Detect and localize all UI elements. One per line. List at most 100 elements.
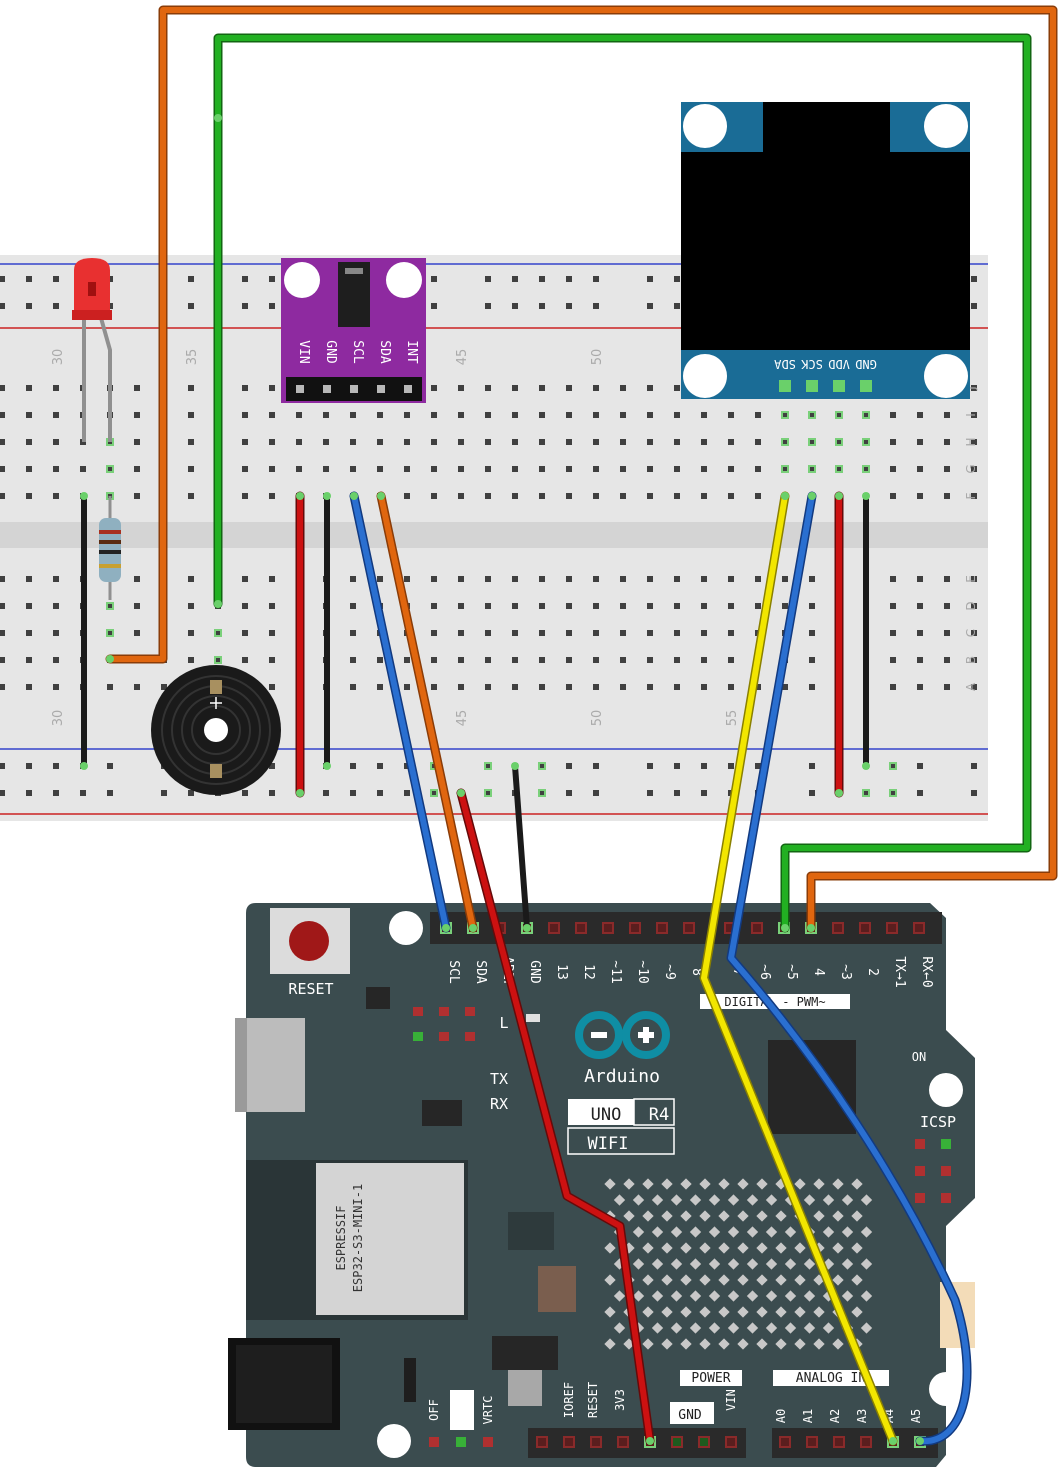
bl-gnd-box [450, 1390, 474, 1430]
breadboard-hole [917, 493, 923, 499]
logo-ring-right [622, 1011, 670, 1059]
breadboard-hole [431, 630, 437, 636]
matrix-led [708, 1322, 721, 1334]
sensor-pin [404, 385, 412, 393]
breadboard-hole [755, 493, 761, 499]
matrix-led [661, 1274, 673, 1286]
digital-pin-label: ~11 [608, 960, 623, 983]
wire-endpoint [916, 1437, 924, 1445]
matrix-led [604, 1178, 616, 1190]
sensor-pin [296, 385, 304, 393]
digital-pin-label: 12 [581, 964, 596, 980]
breadboard-hole [647, 603, 653, 609]
breadboard-rail-hole [538, 762, 546, 770]
mounting-hole [924, 104, 968, 148]
wire-black-gnd-board [512, 763, 530, 931]
breadboard-hole [890, 603, 896, 609]
wire-endpoint [442, 924, 450, 932]
breadboard-hole [431, 385, 437, 391]
breadboard-rail-hole [350, 763, 356, 769]
resistor [99, 496, 121, 600]
oled-pin [860, 380, 872, 392]
model-text-wifi: WIFI [588, 1134, 629, 1154]
breadboard-rail-hole [430, 789, 438, 797]
breadboard-rail-hole [242, 276, 248, 282]
matrix-led [699, 1306, 711, 1318]
breadboard-hole [862, 411, 870, 419]
breadboard-hole [0, 385, 5, 391]
matrix-led [651, 1258, 664, 1270]
breadboard-hole [701, 439, 707, 445]
rtc-header-pin [483, 1437, 493, 1447]
breadboard-hole [647, 412, 653, 418]
breadboard-hole [890, 493, 896, 499]
breadboard-hole [269, 466, 275, 472]
breadboard-hole [890, 684, 896, 690]
sensor-window [345, 268, 363, 274]
row-letter: G [964, 464, 978, 473]
logo-minus [591, 1032, 607, 1038]
power-header-pin [671, 1436, 683, 1448]
column-number: 30 [51, 710, 66, 727]
breadboard-hole [404, 439, 410, 445]
column-number: 50 [590, 349, 605, 366]
matrix-led [851, 1178, 863, 1190]
breadboard-rail-hole [485, 303, 491, 309]
matrix-led [680, 1178, 692, 1190]
breadboard-hole [0, 603, 5, 609]
matrix-led [718, 1242, 730, 1254]
matrix-led [860, 1290, 873, 1302]
breadboard-rail-hole [512, 303, 518, 309]
breadboard-hole [269, 684, 275, 690]
breadboard-hole [944, 439, 950, 445]
breadboard-hole [512, 630, 518, 636]
breadboard-hole [890, 412, 896, 418]
breadboard-hole [701, 603, 707, 609]
breadboard-hole [728, 439, 734, 445]
breadboard-hole [269, 412, 275, 418]
breadboard-hole [593, 684, 599, 690]
breadboard-rail-hole [80, 790, 86, 796]
breadboard-hole [674, 657, 680, 663]
reset-button-cap[interactable] [289, 921, 329, 961]
digital-header-pin [656, 922, 668, 934]
breadboard-hole [188, 576, 194, 582]
breadboard-hole [214, 656, 222, 664]
wire-yellow-sda [701, 493, 896, 1444]
matrix-led [670, 1194, 683, 1206]
wire-endpoint [350, 492, 358, 500]
matrix-led [727, 1258, 740, 1270]
breadboard-rail-hole [809, 790, 815, 796]
breadboard-hole [26, 684, 32, 690]
breadboard-hole [647, 576, 653, 582]
matrix-led [727, 1322, 740, 1334]
mounting-hole [683, 104, 727, 148]
breadboard-hole [242, 439, 248, 445]
model-text-r4: R4 [649, 1105, 669, 1125]
matrix-led [727, 1226, 740, 1238]
breadboard-hole [728, 657, 734, 663]
rtc-pin-label: OFF [427, 1399, 441, 1421]
matrix-led [604, 1306, 616, 1318]
breadboard-rail-hole [593, 303, 599, 309]
model-box-outline [633, 1098, 675, 1126]
breadboard-hole [188, 439, 194, 445]
breadboard-hole [566, 630, 572, 636]
breadboard-hole [728, 684, 734, 690]
breadboard-rail-hole [971, 763, 977, 769]
breadboard-rail-hole [107, 763, 113, 769]
matrix-led [765, 1258, 778, 1270]
row-letter: D [964, 601, 978, 610]
mounting-hole [386, 262, 422, 298]
matrix-led [737, 1338, 749, 1350]
breadboard-hole [242, 657, 248, 663]
breadboard-hole [106, 602, 114, 610]
breadboard-rail-hole [53, 276, 59, 282]
breadboard-rail-hole [188, 276, 194, 282]
breadboard-rail-hole [701, 763, 707, 769]
breadboard-hole [134, 412, 140, 418]
wire-endpoints [80, 114, 924, 1445]
breadboard-hole [539, 576, 545, 582]
